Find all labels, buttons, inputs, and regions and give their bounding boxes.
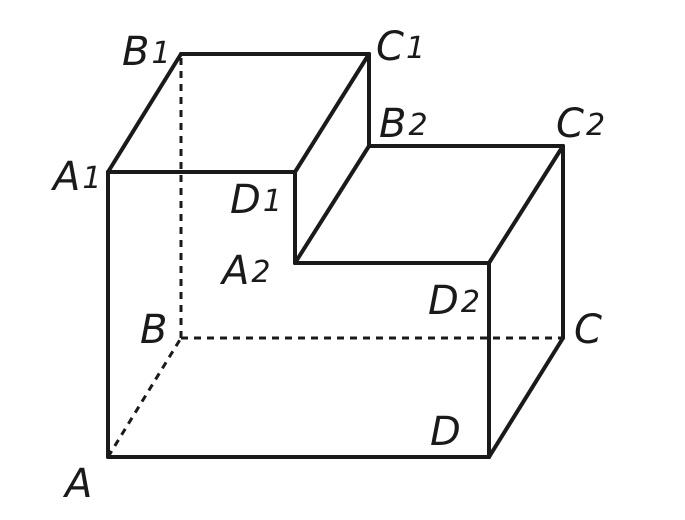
edge-C2-D2 [487, 144, 565, 265]
vertex-subscript: 1 [82, 161, 101, 196]
vertex-subscript: 2 [408, 108, 427, 143]
edge-A2-B2 [293, 144, 371, 265]
vertex-letter: A [50, 154, 80, 200]
vertex-label-C: C [574, 307, 602, 353]
diagram-edges [106, 52, 565, 459]
vertex-label-A: A [62, 461, 92, 507]
vertex-label-B1: B1 [122, 29, 171, 75]
vertex-label-C1: C1 [376, 24, 425, 70]
vertex-letter: C [556, 101, 584, 147]
vertex-letter: A [62, 461, 92, 507]
vertex-subscript: 1 [263, 184, 282, 219]
vertex-letter: B [379, 101, 406, 147]
edge-D-C [487, 336, 565, 459]
vertex-letter: D [430, 409, 461, 455]
vertex-label-B2: B2 [379, 101, 428, 147]
vertex-letter: C [376, 24, 404, 70]
edge-A1-B1 [106, 52, 183, 174]
vertex-subscript: 2 [461, 285, 480, 320]
vertex-letter: D [230, 177, 261, 223]
vertex-letter: B [140, 307, 167, 353]
edge-A-B-hidden [106, 337, 183, 458]
vertex-subscript: 2 [251, 255, 270, 290]
vertex-label-A2: A2 [219, 248, 270, 294]
vertex-label-D: D [430, 409, 461, 455]
vertex-letter: D [428, 278, 459, 324]
vertex-letter: A [219, 248, 249, 294]
vertex-subscript: 1 [151, 36, 170, 71]
vertex-label-B: B [140, 307, 167, 353]
edge-C1-D1 [293, 52, 371, 174]
vertex-label-D2: D2 [428, 278, 480, 324]
vertex-letter: C [574, 307, 602, 353]
vertex-label-D1: D1 [230, 177, 282, 223]
vertex-label-A1: A1 [50, 154, 101, 200]
vertex-label-C2: C2 [556, 101, 605, 147]
vertex-subscript: 1 [406, 31, 425, 66]
vertex-letter: B [122, 29, 149, 75]
vertex-subscript: 2 [586, 108, 605, 143]
